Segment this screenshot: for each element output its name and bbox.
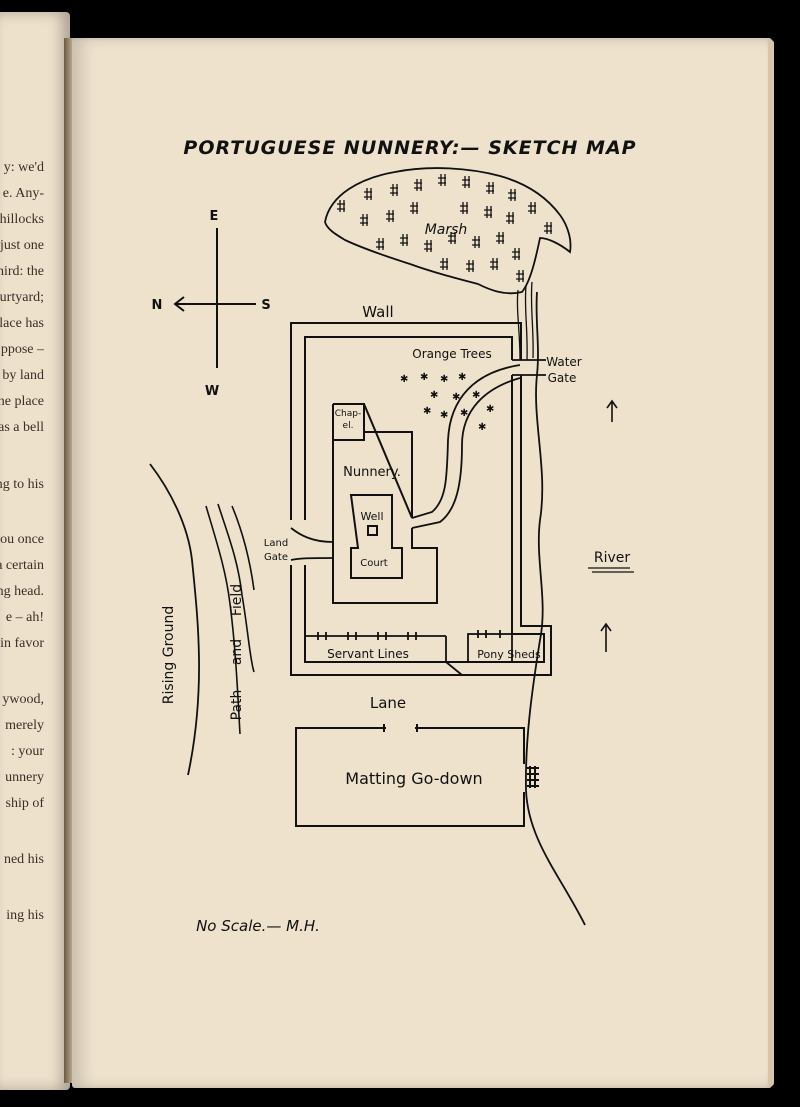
nunnery-building (332, 403, 438, 604)
right-page (72, 38, 772, 1088)
lane-label: Lane (370, 694, 406, 712)
left-text-line: y: we'd (3, 160, 44, 175)
well-label: Well (360, 510, 383, 523)
court (349, 494, 403, 579)
left-text-line: ing his (6, 908, 44, 923)
orange-tree-marks: ✱✱✱✱ ✱✱✱ ✱✱✱✱ ✱ (400, 372, 494, 433)
left-text-line: e. Any- (2, 186, 44, 201)
land-gate-label-1: Land (264, 538, 288, 549)
left-text-line: ppose – (0, 342, 44, 357)
river-label: River (594, 550, 631, 566)
left-text-line: you once (0, 532, 44, 547)
left-text-line: by land (2, 368, 44, 383)
river-flow-arrow (606, 399, 618, 422)
path-lines (205, 503, 255, 735)
svg-text:✱: ✱ (400, 374, 408, 385)
water-gate-label-1: Water (546, 355, 582, 369)
svg-text:✱: ✱ (420, 372, 428, 383)
left-text-line: hillocks (0, 212, 44, 227)
marsh-stream (516, 281, 534, 361)
nunnery-label: Nunnery. (343, 465, 401, 480)
compass-east-label: E (210, 209, 219, 224)
rising-ground-label: Rising Ground (161, 606, 177, 705)
left-text-line: in favor (0, 636, 44, 651)
land-gate-label-2: Gate (264, 552, 288, 563)
left-text-line: hird: the (0, 264, 44, 279)
left-text-line: ned his (3, 852, 44, 867)
compass-west-label: W (205, 384, 219, 399)
svg-text:✱: ✱ (423, 406, 431, 417)
wall-label: Wall (362, 303, 393, 321)
left-page: y: we'd e. Any- hillocks just one hird: … (0, 12, 70, 1090)
river-bank (525, 291, 586, 926)
marsh-outline (324, 167, 572, 295)
marsh-hatching (337, 174, 552, 282)
chapel-label-2: el. (343, 421, 354, 431)
rising-ground-line (149, 463, 200, 776)
left-text-line: place has (0, 316, 44, 331)
compass-south-label: S (261, 298, 270, 313)
compound-wall (290, 322, 552, 676)
left-text-line: unnery (5, 770, 44, 785)
book-gutter (64, 38, 74, 1083)
path-label: Path (229, 690, 245, 721)
water-gate-channel (411, 359, 546, 529)
svg-text:✱: ✱ (430, 390, 438, 401)
svg-text:✱: ✱ (452, 392, 460, 403)
compass-rose (173, 228, 256, 368)
compass-north-label: N (152, 298, 163, 313)
svg-text:✱: ✱ (460, 408, 468, 419)
left-text-line: ship of (5, 796, 45, 811)
matting-godown-label: Matting Go-down (345, 769, 482, 788)
land-gate-passage (290, 527, 334, 561)
court-label: Court (360, 558, 388, 569)
map-title: PORTUGUESE NUNNERY:— SKETCH MAP (183, 137, 636, 159)
left-text-line: ng head. (0, 584, 44, 599)
river-underline (588, 567, 634, 573)
left-text-line: merely (5, 718, 44, 733)
left-text-line: e – ah! (5, 610, 44, 625)
field-label: Field (229, 584, 245, 616)
svg-text:✱: ✱ (478, 422, 486, 433)
marsh-label: Marsh (425, 222, 468, 238)
page-edge (768, 40, 774, 1086)
matting-godown-building (295, 724, 539, 827)
left-text-line: urtyard; (0, 290, 44, 305)
left-text-line: as a bell (0, 420, 44, 435)
svg-text:✱: ✱ (486, 404, 494, 415)
left-text-line: a certain (0, 558, 44, 573)
river-flow-arrow (600, 622, 612, 652)
left-text-line: ywood, (2, 692, 44, 707)
svg-text:✱: ✱ (440, 374, 448, 385)
left-text-line: : your (10, 744, 44, 759)
svg-text:✱: ✱ (458, 372, 466, 383)
water-gate-label-2: Gate (548, 371, 577, 385)
and-label: and (229, 639, 245, 665)
servant-lines-label: Servant Lines (327, 647, 409, 661)
chapel-label-1: Chap- (335, 409, 361, 419)
left-text-line: just one (0, 238, 44, 253)
pony-sheds-label: Pony Sheds (477, 648, 541, 661)
left-text-line: ng to his (0, 477, 44, 492)
servant-lines (305, 630, 513, 676)
scale-note: No Scale.— M.H. (196, 917, 320, 935)
left-text-line: the place (0, 394, 44, 409)
orange-trees-label: Orange Trees (412, 347, 491, 361)
svg-text:✱: ✱ (472, 390, 480, 401)
svg-text:✱: ✱ (440, 410, 448, 421)
